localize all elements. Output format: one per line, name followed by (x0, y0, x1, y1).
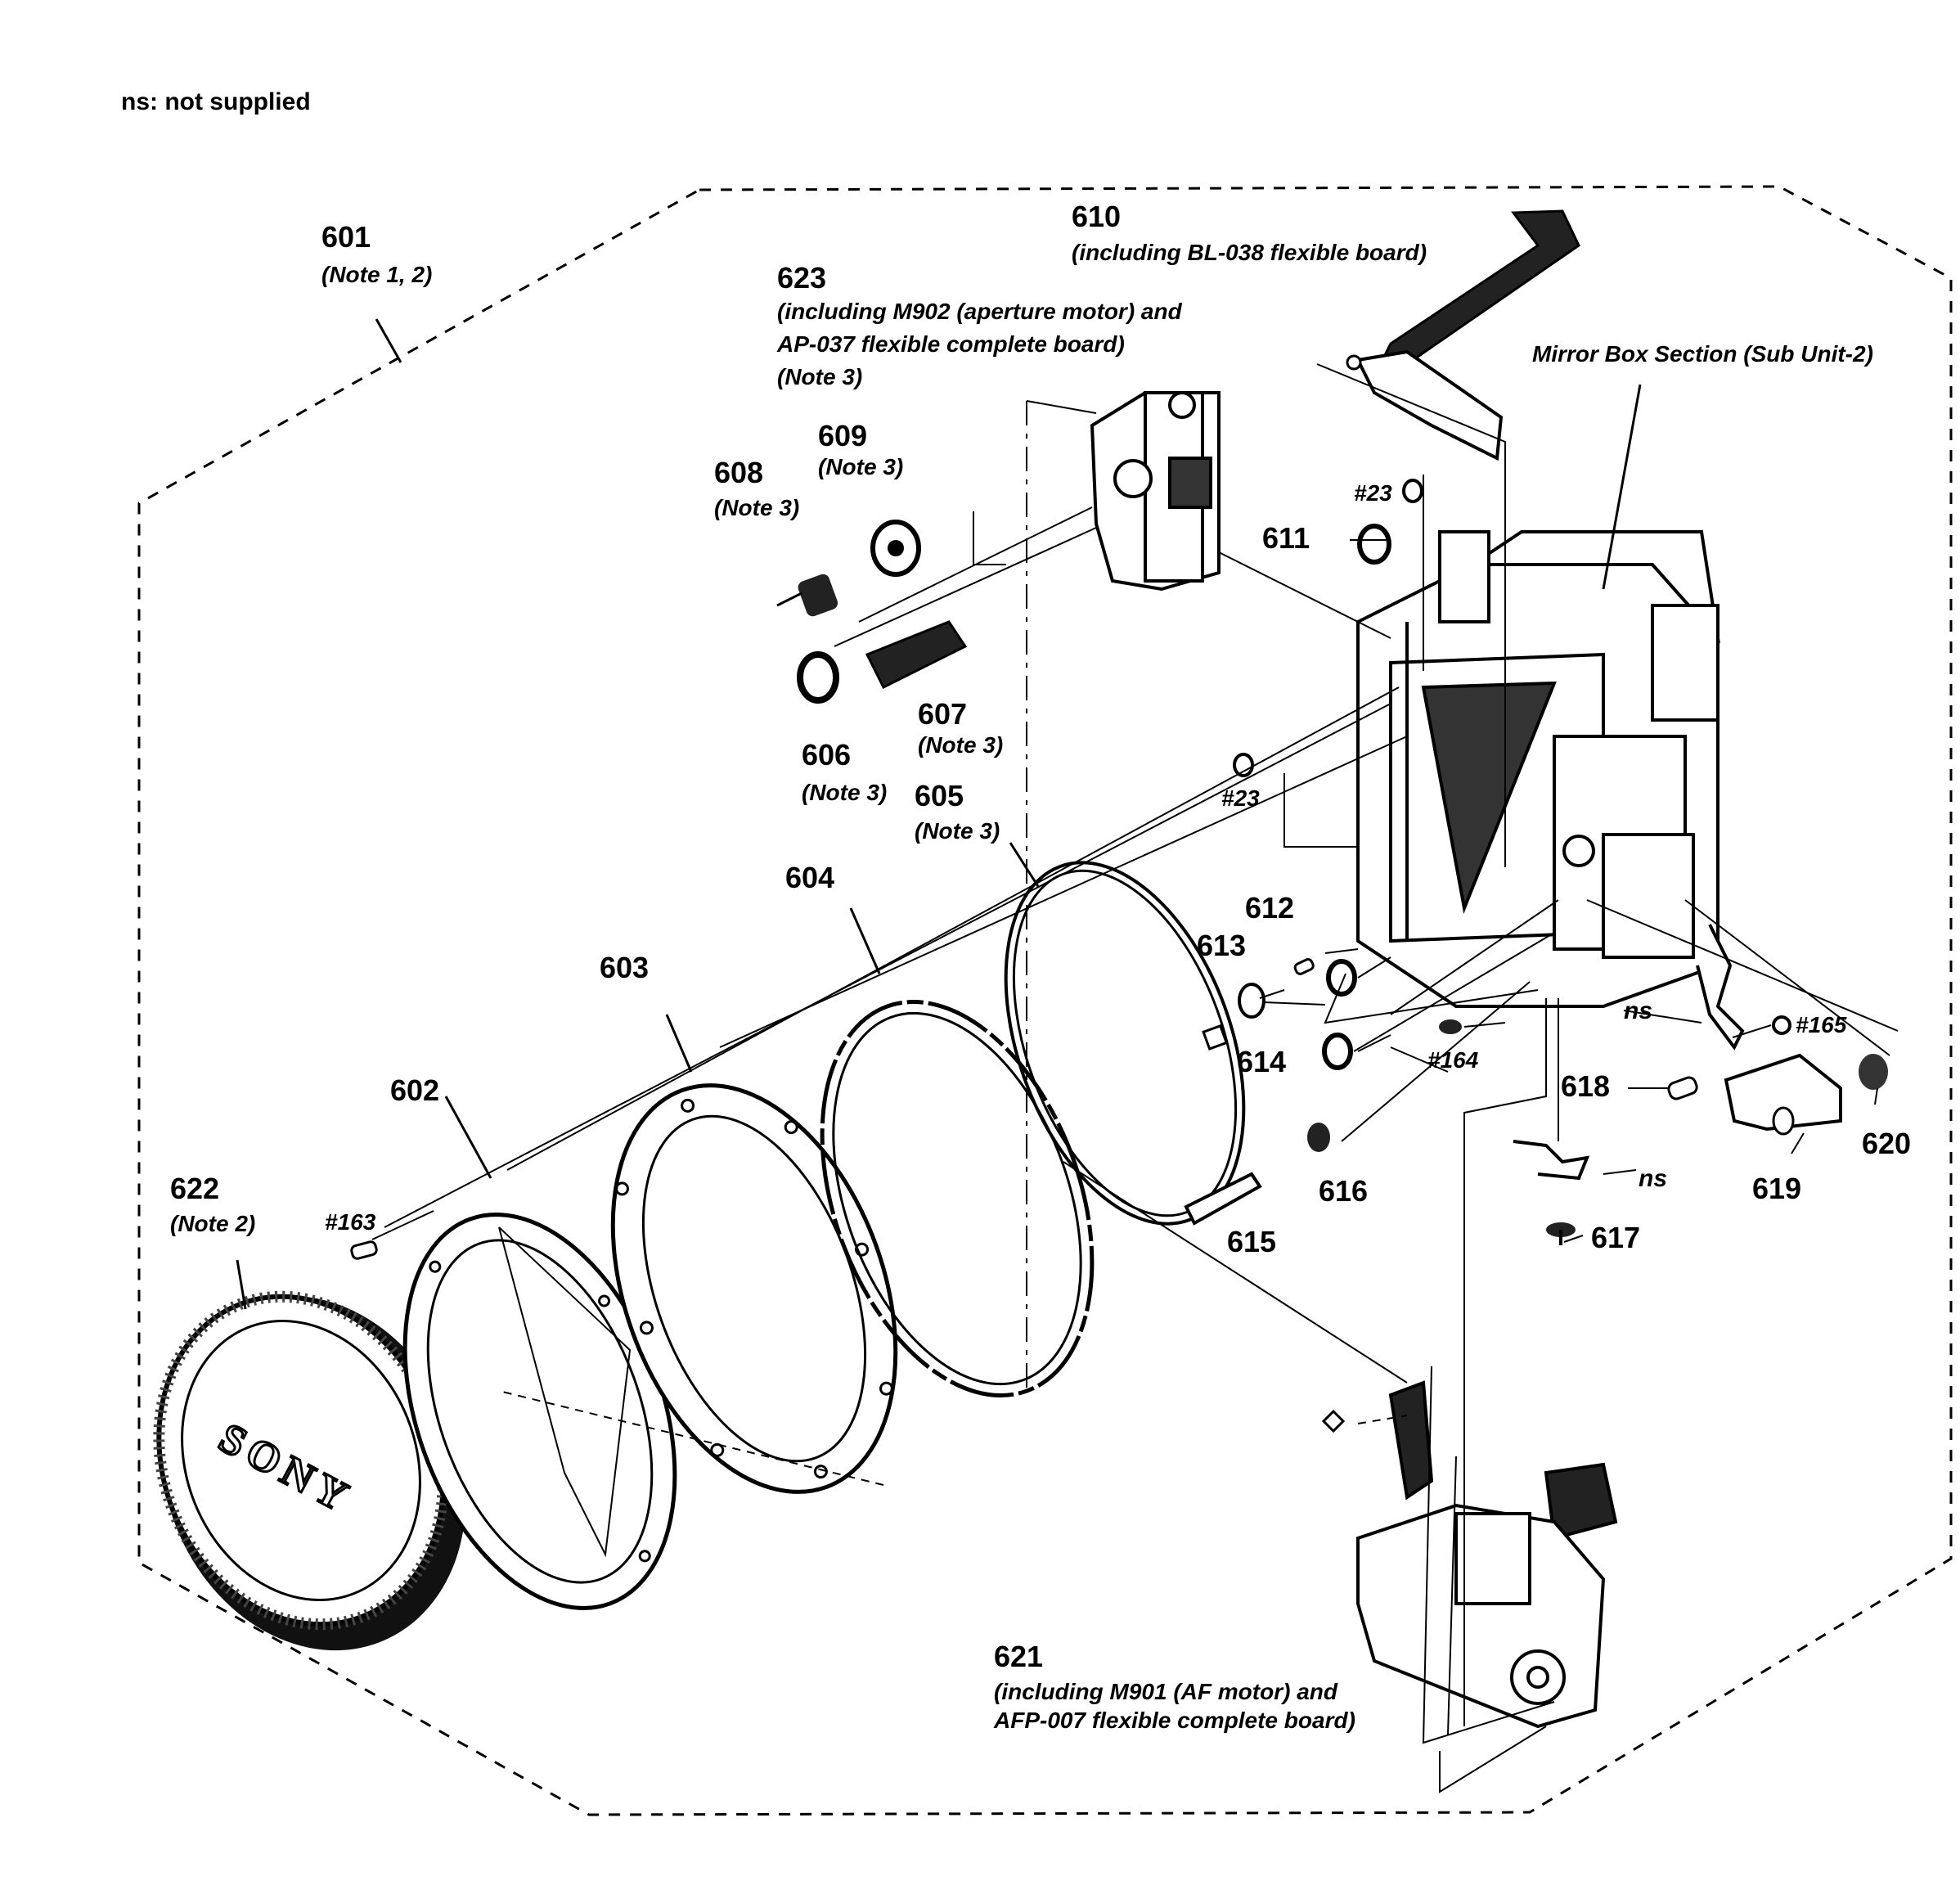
screw-617 (1546, 1222, 1576, 1245)
ns-bracket-upper (1696, 924, 1745, 1051)
part-614-a (1326, 959, 1357, 997)
label-613: 613 (1197, 929, 1246, 962)
part-612 (1293, 958, 1315, 975)
label-615: 615 (1227, 1225, 1276, 1258)
label-616: 616 (1319, 1174, 1368, 1208)
spring-608 (776, 574, 838, 617)
label-610-note: (including BL-038 flexible board) (1072, 240, 1427, 265)
label-screw-23-top: #23 (1354, 480, 1392, 506)
label-623-note-2: AP-037 flexible complete board) (776, 331, 1125, 357)
af-motor-621 (1356, 1380, 1618, 1729)
alignment-lines (371, 363, 1899, 1793)
label-623-note-1: (including M902 (aperture motor) and (777, 299, 1183, 324)
spring-616 (1307, 1123, 1330, 1152)
label-607-note: (Note 3) (918, 732, 1003, 758)
label-623: 623 (777, 261, 826, 295)
screw-164 (1439, 1019, 1462, 1034)
screw-163 (350, 1240, 378, 1260)
diamond-marker (1321, 1409, 1346, 1433)
label-614: 614 (1237, 1045, 1286, 1078)
mount-prism-602 (498, 1226, 632, 1558)
gear-609 (870, 520, 921, 577)
label-619: 619 (1752, 1172, 1801, 1205)
label-621-note-2: AFP-007 flexible complete board) (993, 1708, 1355, 1733)
label-ns-lower: ns (1639, 1165, 1667, 1192)
spring-620 (1859, 1054, 1888, 1090)
flex-board-610 (1346, 209, 1580, 461)
leader-601 (375, 318, 402, 363)
label-screw-163: #163 (325, 1209, 376, 1235)
label-608: 608 (714, 456, 763, 489)
part-614-b (1322, 1033, 1353, 1070)
body-cap-622 (153, 1290, 466, 1651)
label-618: 618 (1561, 1069, 1610, 1103)
label-607: 607 (918, 697, 967, 731)
label-609-note: (Note 3) (818, 454, 903, 479)
label-611: 611 (1262, 521, 1310, 555)
label-screw-164: #164 (1427, 1047, 1479, 1073)
mount-ring-603 (610, 1083, 898, 1494)
label-601-note: (Note 1, 2) (321, 262, 432, 287)
contact-ring-604 (820, 1000, 1095, 1397)
label-621: 621 (994, 1640, 1043, 1673)
label-section: Mirror Box Section (Sub Unit-2) (1532, 341, 1873, 367)
label-606: 606 (802, 738, 851, 772)
ns-bracket-lower (1513, 1140, 1590, 1181)
label-623-note-3: (Note 3) (777, 364, 862, 389)
part-611 (1357, 524, 1391, 565)
assembly-boundary (137, 185, 1953, 1816)
part-618 (1667, 1076, 1698, 1100)
label-620: 620 (1862, 1127, 1911, 1160)
label-609: 609 (818, 419, 867, 452)
label-screw-165: #165 (1796, 1012, 1847, 1037)
screw-165 (1772, 1015, 1791, 1035)
label-ns-upper: ns (1624, 997, 1652, 1024)
label-622-note: (Note 2) (170, 1211, 255, 1236)
label-612: 612 (1245, 891, 1294, 925)
shaft-607 (865, 620, 968, 690)
ns-legend: ns: not supplied (121, 88, 311, 115)
screw-23-top (1402, 479, 1423, 503)
part-613 (1238, 983, 1265, 1019)
label-leaders (236, 842, 1041, 1310)
mirror-box (1356, 530, 1721, 1008)
gear-606 (797, 651, 839, 704)
label-617: 617 (1591, 1221, 1640, 1254)
part-labels: 601 (Note 1, 2) 602 603 604 605 (Note 3)… (170, 200, 1911, 1733)
label-608-note: (Note 3) (714, 495, 799, 520)
label-603: 603 (600, 951, 649, 984)
mount-plate-602 (402, 1213, 677, 1610)
label-605-note: (Note 3) (915, 818, 1000, 844)
label-screw-23-mid: #23 (1221, 785, 1260, 811)
label-606-note: (Note 3) (802, 780, 887, 805)
label-622: 622 (170, 1172, 219, 1205)
label-602: 602 (390, 1073, 439, 1107)
label-621-note-1: (including M901 (AF motor) and (994, 1679, 1338, 1704)
label-601: 601 (321, 220, 371, 254)
pin-615 (1184, 1172, 1262, 1226)
leader-mirror-box (1602, 384, 1642, 590)
label-610: 610 (1072, 200, 1121, 233)
part-619 (1724, 1053, 1842, 1136)
label-605: 605 (915, 779, 964, 812)
screw-23-mid (1233, 753, 1254, 777)
label-604: 604 (785, 861, 834, 894)
aperture-motor-623 (1090, 391, 1221, 592)
